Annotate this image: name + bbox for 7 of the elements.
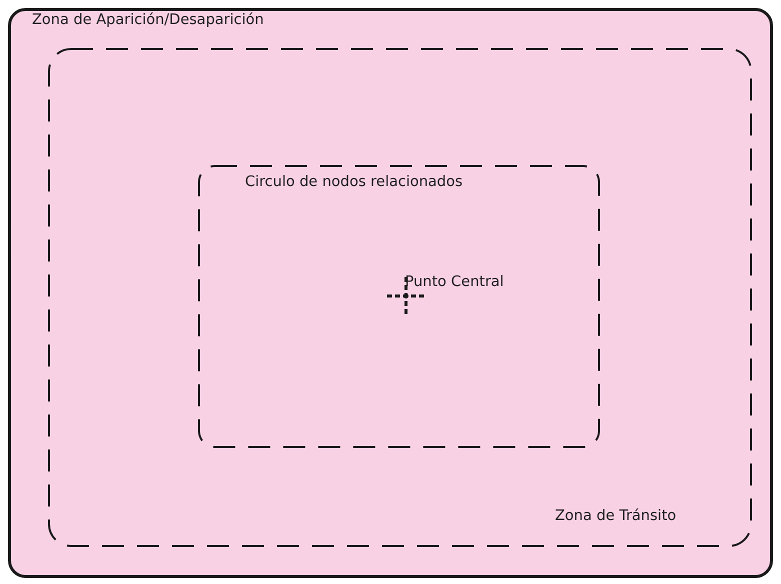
outer-zone-frame (8, 8, 773, 578)
zone-label: Zona de Tránsito (555, 507, 676, 525)
zone-title: Zona de Aparición/Desaparición (32, 11, 264, 29)
zone-title: Circulo de nodos relacionados (245, 173, 463, 191)
point-label: Punto Central (405, 273, 504, 291)
dashed-zone-outline (48, 48, 752, 547)
dashed-circle-outline (198, 165, 600, 448)
